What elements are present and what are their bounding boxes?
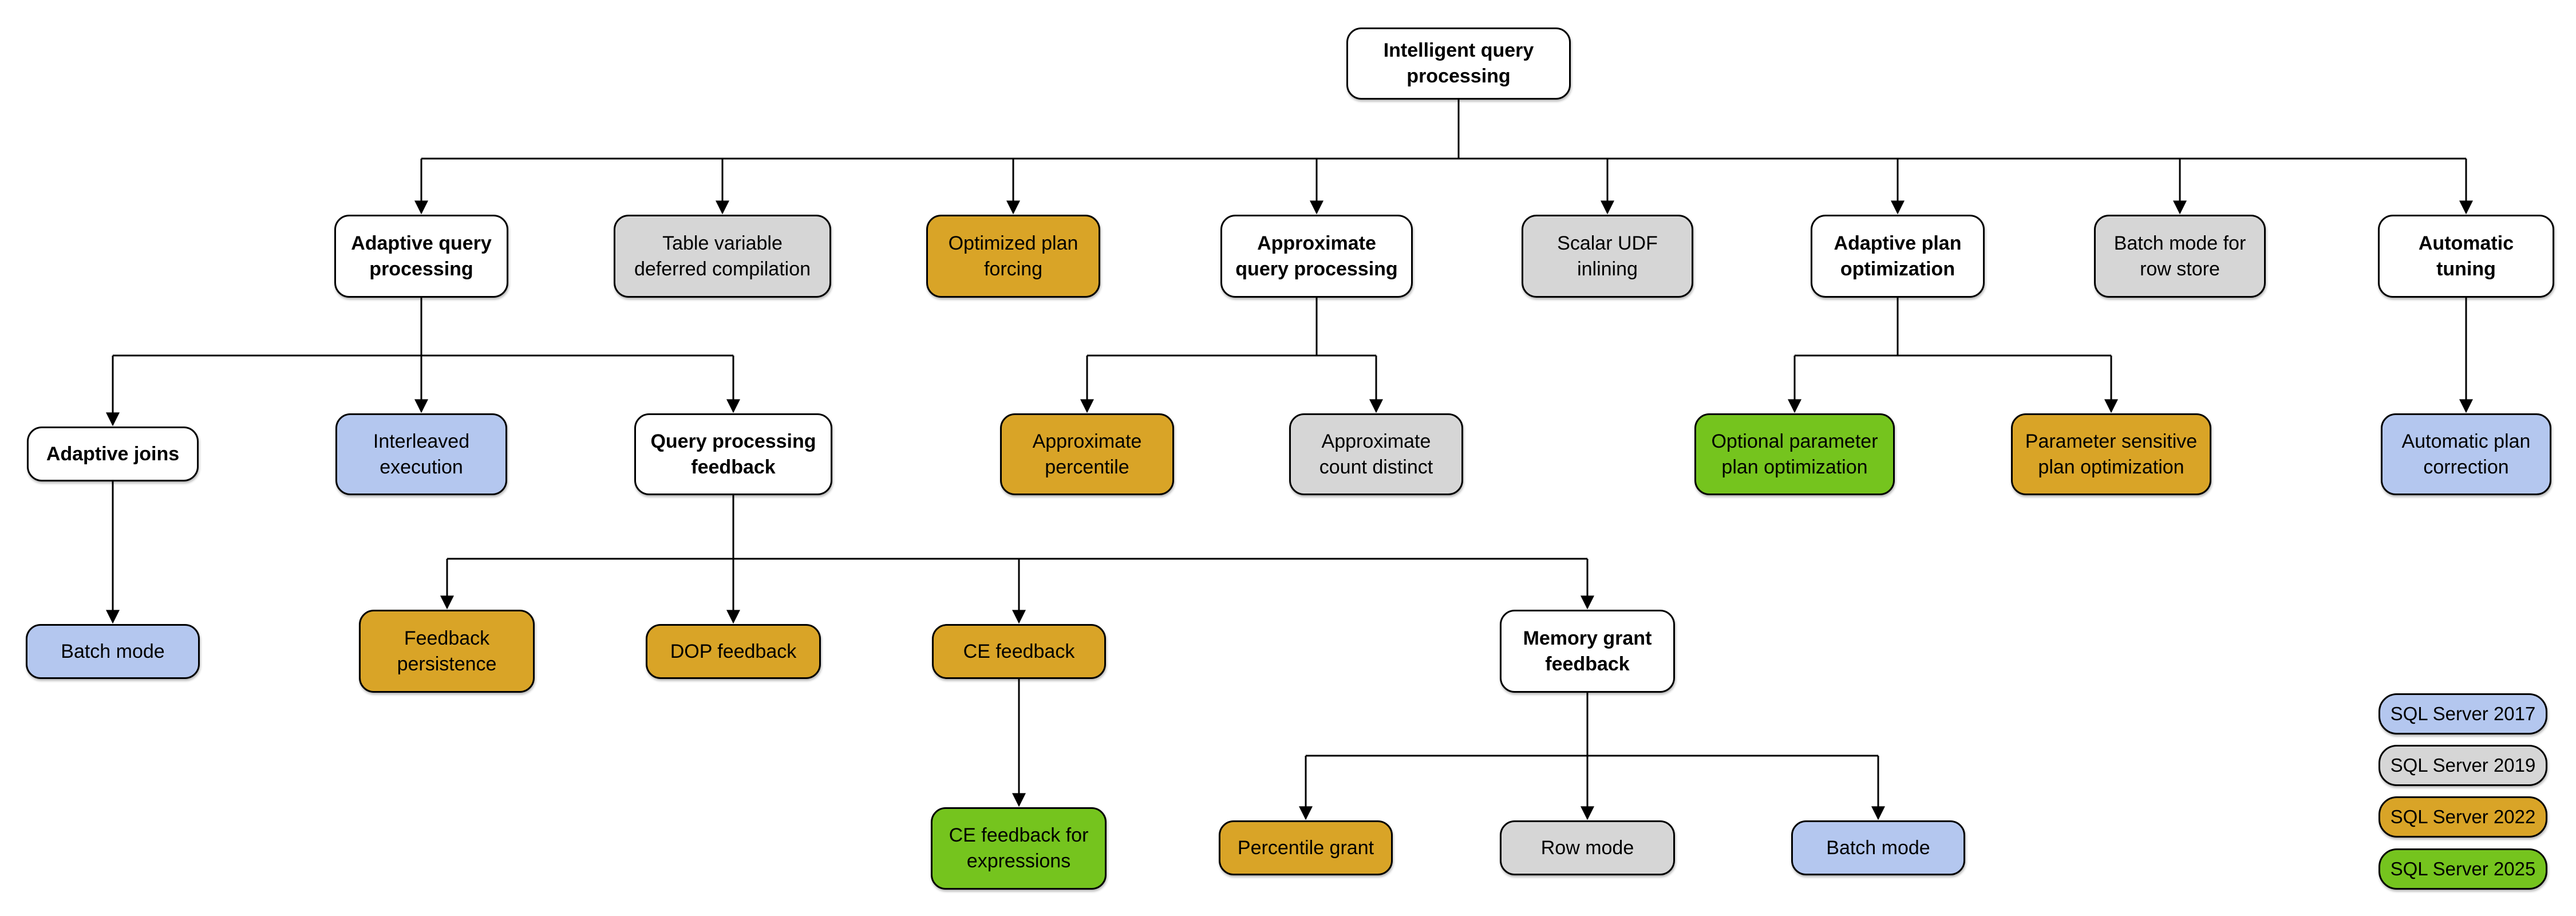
node-approximate-percentile: Approximate percentile [1000, 413, 1174, 495]
node-adaptive-query-processing: Adaptive query processing [334, 215, 508, 298]
node-approximate-query-processing: Approximate query processing [1220, 215, 1413, 298]
node-parameter-sensitive-plan-optimization: Parameter sensitive plan optimization [2011, 413, 2211, 495]
node-batch-mode-adaptive-joins: Batch mode [26, 624, 200, 679]
node-approximate-count-distinct: Approximate count distinct [1289, 413, 1463, 495]
node-intelligent-query-processing: Intelligent query processing [1346, 27, 1571, 100]
node-row-mode: Row mode [1500, 820, 1675, 875]
legend-item-sql-server-2019: SQL Server 2019 [2379, 745, 2547, 786]
node-adaptive-joins: Adaptive joins [27, 427, 199, 481]
node-ce-feedback-for-expressions: CE feedback for expressions [931, 807, 1107, 890]
node-automatic-tuning: Automatic tuning [2378, 215, 2554, 298]
node-ce-feedback: CE feedback [932, 624, 1106, 679]
node-adaptive-plan-optimization: Adaptive plan optimization [1811, 215, 1985, 298]
node-scalar-udf-inlining: Scalar UDF inlining [1522, 215, 1693, 298]
node-batch-mode-for-row-store: Batch mode for row store [2094, 215, 2266, 298]
node-table-variable-deferred-compilation: Table variable deferred compilation [614, 215, 831, 298]
node-interleaved-execution: Interleaved execution [335, 413, 507, 495]
node-dop-feedback: DOP feedback [646, 624, 821, 679]
node-feedback-persistence: Feedback persistence [359, 610, 535, 693]
legend-item-sql-server-2025: SQL Server 2025 [2379, 848, 2547, 890]
node-optimized-plan-forcing: Optimized plan forcing [926, 215, 1100, 298]
legend-item-sql-server-2017: SQL Server 2017 [2379, 693, 2547, 735]
node-optional-parameter-plan-optimization: Optional parameter plan optimization [1694, 413, 1895, 495]
node-percentile-grant: Percentile grant [1219, 820, 1393, 875]
legend-item-sql-server-2022: SQL Server 2022 [2379, 796, 2547, 838]
node-batch-mode-memory-grant: Batch mode [1791, 820, 1965, 875]
node-memory-grant-feedback: Memory grant feedback [1500, 610, 1675, 693]
node-query-processing-feedback: Query processing feedback [634, 413, 832, 495]
node-automatic-plan-correction: Automatic plan correction [2381, 413, 2551, 495]
